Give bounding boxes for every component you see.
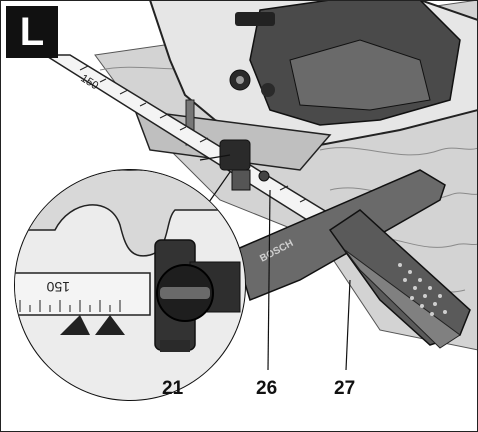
callout-27: 27 bbox=[334, 378, 356, 399]
figure-letter-badge: L bbox=[6, 6, 58, 58]
jigsaw-body bbox=[133, 1, 477, 171]
detail-magnifier: 150 bbox=[14, 169, 246, 401]
detail-scale-label: 150 bbox=[46, 279, 70, 295]
figure-letter: L bbox=[19, 10, 45, 54]
parallel-guide-fence: BOSCH bbox=[234, 169, 471, 349]
callout-21: 21 bbox=[162, 378, 184, 399]
clamp-knob bbox=[219, 139, 270, 191]
callout-26: 26 bbox=[256, 378, 278, 399]
